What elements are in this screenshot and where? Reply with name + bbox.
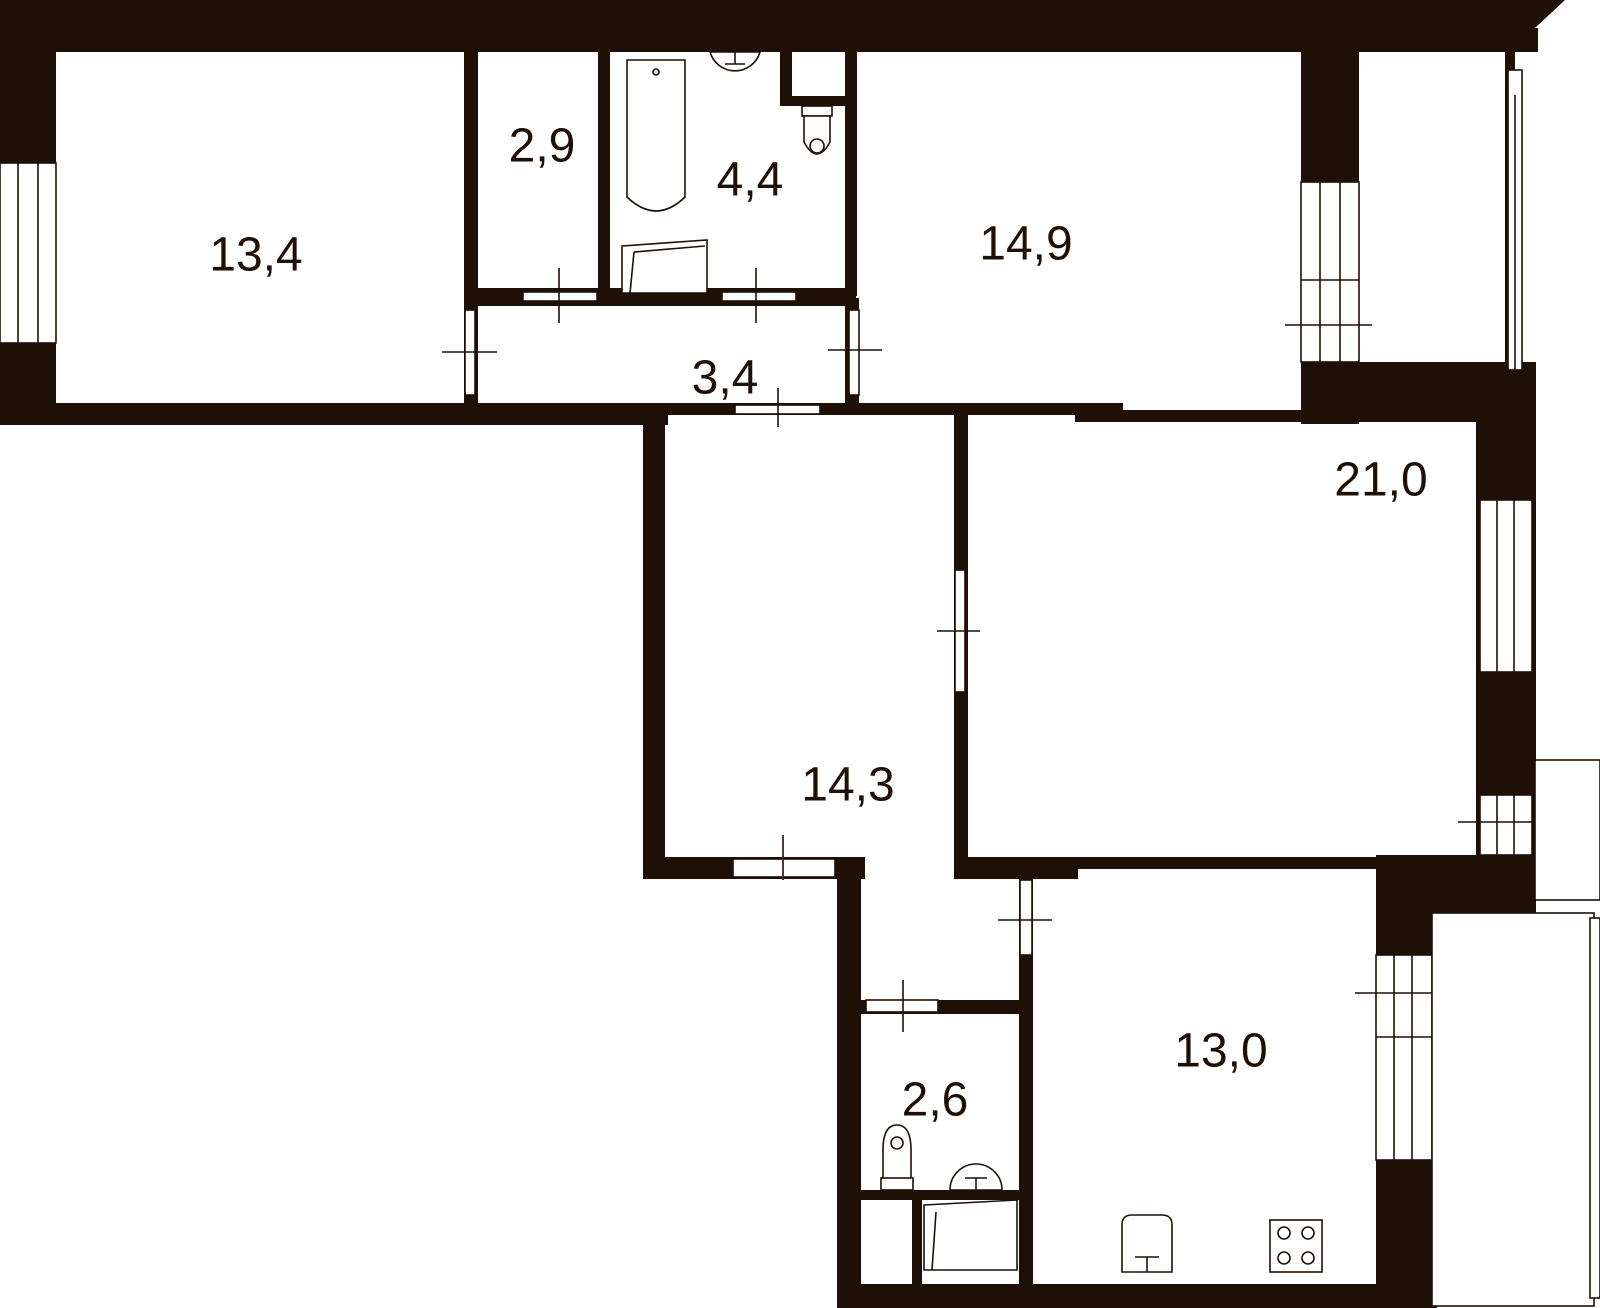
room-area-label: 2,9: [509, 120, 576, 173]
boiler-icon: [923, 1199, 1018, 1271]
window-room-21-0: [1479, 499, 1533, 673]
room-area-label: 2,6: [902, 1074, 969, 1127]
door-corridor: [734, 388, 821, 427]
room-area-label: 21,0: [1334, 454, 1427, 507]
doors: [442, 268, 1052, 1032]
room-area-label: 4,4: [717, 154, 784, 207]
room-area-label: 14,9: [979, 218, 1072, 271]
door-room-2-9: [522, 268, 598, 323]
door-room-21-0: [937, 569, 980, 693]
window-room-14-9: [1285, 181, 1372, 363]
room-area-label: 3,4: [692, 352, 759, 405]
door-room-13-0: [998, 879, 1052, 956]
door-room-14-9: [828, 309, 882, 396]
bathtub-icon: [626, 59, 686, 212]
room-area-label: 13,4: [209, 229, 302, 282]
door-entrance: [732, 835, 836, 880]
room-area-label: 13,0: [1174, 1025, 1267, 1078]
fixtures: [621, 51, 1323, 1273]
door-bath: [721, 268, 797, 323]
room-labels: 13,4 2,9 4,4 14,9 3,4 21,0 14,3 13,0 2,6: [209, 120, 1427, 1127]
sink-wc-icon: [949, 1163, 1003, 1191]
window-room-13-0: [1355, 954, 1450, 1161]
sink-icon: [708, 51, 762, 72]
washer-icon: [621, 239, 708, 294]
window-balcony-top: [1507, 69, 1523, 371]
kitchen-sink-icon: [1121, 1214, 1173, 1273]
balcony-small: [1534, 759, 1600, 901]
door-wc: [865, 980, 939, 1032]
window-left: [0, 162, 57, 344]
door-room-13-4: [442, 309, 497, 396]
room-area-label: 14,3: [801, 759, 894, 812]
windows: [0, 69, 1600, 1307]
stove-icon: [1269, 1219, 1323, 1273]
toilet-wc-icon: [880, 1124, 914, 1191]
toilet-icon: [801, 105, 833, 155]
balcony-bottom: [1431, 912, 1600, 1307]
